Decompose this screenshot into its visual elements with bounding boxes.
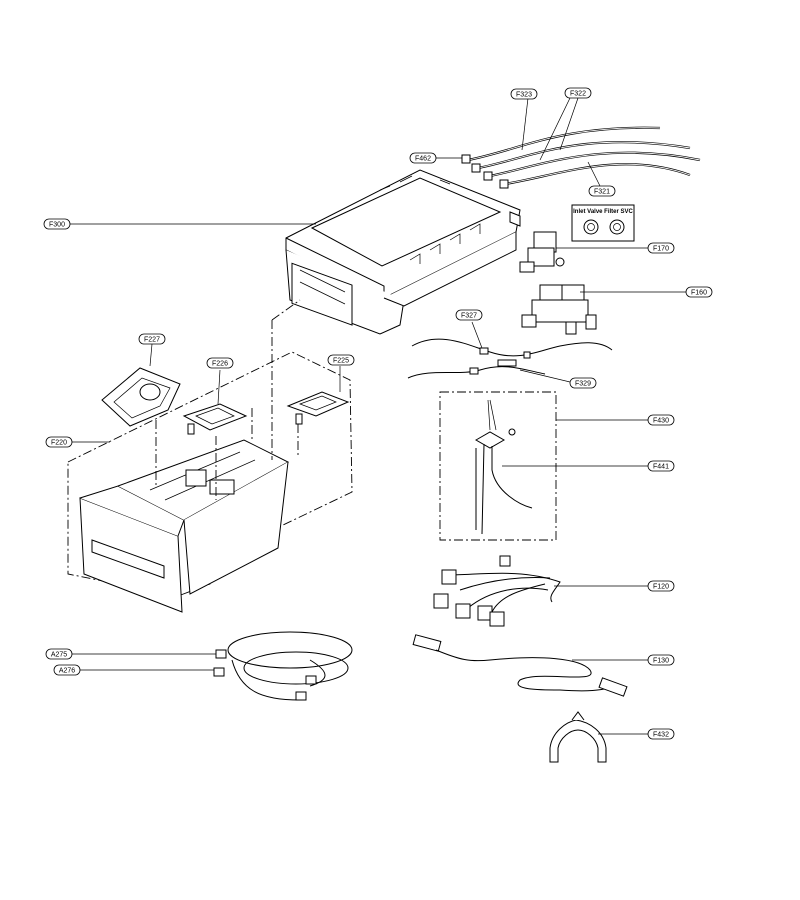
label-A276: A276 [53, 664, 81, 676]
callout-title: Inlet Valve Filter SVC [573, 209, 633, 215]
label-text: F323 [516, 92, 532, 99]
dispenser-housing [285, 169, 521, 335]
leader-lines [66, 97, 686, 735]
label-text: F432 [653, 732, 669, 739]
label-F170: F170 [647, 242, 675, 254]
label-text: F170 [653, 246, 669, 253]
label-text: F225 [333, 358, 349, 365]
inlet-valve-single [519, 231, 565, 273]
label-text: F226 [212, 361, 228, 368]
bleach-insert [182, 403, 248, 435]
label-A275: A275 [45, 648, 73, 660]
label-F321: F321 [588, 185, 616, 197]
label-text: F327 [461, 313, 477, 320]
label-F432: F432 [647, 728, 675, 740]
label-F300: F300 [43, 218, 71, 230]
label-text: F220 [51, 440, 67, 447]
detergent-drawer-assembly [67, 351, 353, 613]
label-text: F322 [570, 91, 586, 98]
label-F160: F160 [685, 286, 713, 298]
label-F327: F327 [455, 309, 483, 321]
wire-harness-long [412, 634, 628, 697]
label-text: A275 [51, 652, 67, 659]
liquid-insert [286, 391, 350, 425]
label-text: F430 [653, 418, 669, 425]
label-text: F462 [415, 156, 431, 163]
label-text: A276 [59, 668, 75, 675]
label-F323: F323 [510, 88, 538, 100]
label-text: F300 [49, 222, 65, 229]
label-text: F329 [575, 381, 591, 388]
label-F226: F226 [206, 357, 234, 369]
softener-cap [101, 367, 181, 427]
pressure-hose-assembly [439, 391, 557, 541]
label-F329: F329 [569, 377, 597, 389]
inlet-hoses [461, 126, 701, 189]
label-F227: F227 [138, 333, 166, 345]
label-F430: F430 [647, 414, 675, 426]
label-text: F130 [653, 658, 669, 665]
label-F225: F225 [327, 354, 355, 366]
wire-harness [433, 555, 561, 627]
label-F130: F130 [647, 654, 675, 666]
label-F462: F462 [409, 152, 437, 164]
power-cables [213, 631, 353, 701]
drain-tubes [407, 338, 613, 379]
label-text: F441 [653, 464, 669, 471]
label-F120: F120 [647, 580, 675, 592]
inlet-valve-double [521, 284, 597, 335]
label-F322: F322 [564, 87, 592, 99]
label-text: F120 [653, 584, 669, 591]
hose-bracket [549, 711, 607, 763]
label-F220: F220 [45, 436, 73, 448]
label-F441: F441 [647, 460, 675, 472]
label-text: F321 [594, 189, 610, 196]
inlet-valve-filter-callout: Inlet Valve Filter SVC [571, 204, 635, 242]
label-text: F227 [144, 337, 160, 344]
label-text: F160 [691, 290, 707, 297]
